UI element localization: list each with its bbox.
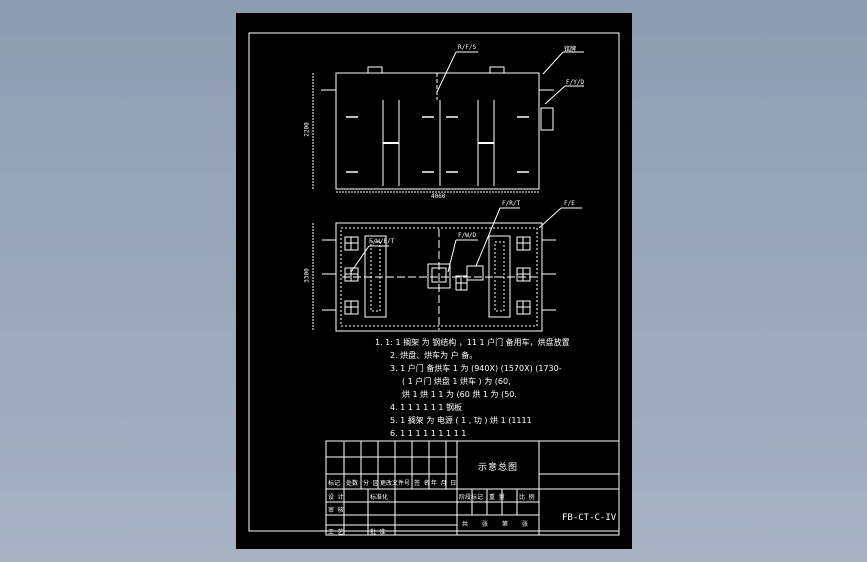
tb-scale: 比 例 — [519, 494, 535, 501]
tb-date: 年 月 日 — [431, 480, 457, 487]
note-1: 1. 1: 1 搁架 为 钢结构 ，11 1 户门 备用车，烘盘放置 — [375, 338, 570, 347]
note-3b: ( 1 户门 烘盘 1 烘车 ) 为 (60, — [402, 377, 511, 386]
drawing-number: FB-CT-C-IV — [562, 513, 617, 523]
inner-border — [248, 32, 620, 532]
tb-count: 处数 — [346, 480, 359, 487]
tb-sheets: 张 — [482, 521, 489, 528]
callout-left-a: F/W/E/T — [369, 238, 395, 245]
tb-sign: 签 名 — [414, 480, 430, 487]
drawing-title: 示意总图 — [478, 463, 519, 473]
note-3: 3. 1 户门 备烘车 1 为 (940X) (1570X) (1730- — [390, 364, 562, 373]
dim-width: 4060 — [431, 193, 446, 200]
callout-top-c: F/Y/D — [566, 79, 585, 86]
note-6: 6. 1 1 1 1 1 1 1 1 1 — [390, 429, 467, 438]
tb-stage: 阶段标记 — [459, 494, 484, 501]
tb-std: 标准化 — [370, 494, 389, 501]
tb-change: 更改文件号 — [380, 480, 411, 487]
front-elevation — [312, 51, 584, 193]
callout-top-b: 铭牌 — [564, 46, 577, 53]
dim-depth: 3300 — [303, 268, 311, 283]
callout-mid-c: F/E — [564, 200, 575, 207]
plan-view — [312, 207, 582, 332]
note-5: 5. 1 搁架 为 电源 ( 1 , 功 ) 烘 1 (1111 — [390, 416, 532, 425]
tb-index: 第 — [502, 521, 509, 528]
tb-design: 设 计 — [328, 494, 344, 501]
note-4: 4. 1 1 1 1 1 1 钢板 — [390, 403, 462, 412]
title-block — [325, 440, 620, 536]
callout-mid-a: F/W/D — [458, 232, 477, 239]
tb-total: 共 — [462, 521, 469, 528]
note-2: 2. 烘盘、烘车为 户 备。 — [390, 351, 478, 360]
tb-zone: 分 区 — [363, 480, 379, 487]
note-3c: 烘 1 烘 1 1 为 (60 烘 1 为 (50. — [402, 390, 517, 399]
drawing-sheet — [236, 13, 632, 549]
tb-mark: 标记 — [328, 480, 341, 487]
callout-mid-b: F/R/T — [502, 200, 521, 207]
tb-approve: 批 准 — [370, 529, 386, 536]
callout-top-a: R/F/S — [458, 44, 477, 51]
tb-weight: 重 量 — [489, 494, 505, 501]
tb-review: 审 核 — [328, 507, 344, 514]
dim-height: 2200 — [303, 122, 311, 137]
tb-sheet: 张 — [522, 521, 529, 528]
tb-process: 工 艺 — [328, 529, 344, 536]
